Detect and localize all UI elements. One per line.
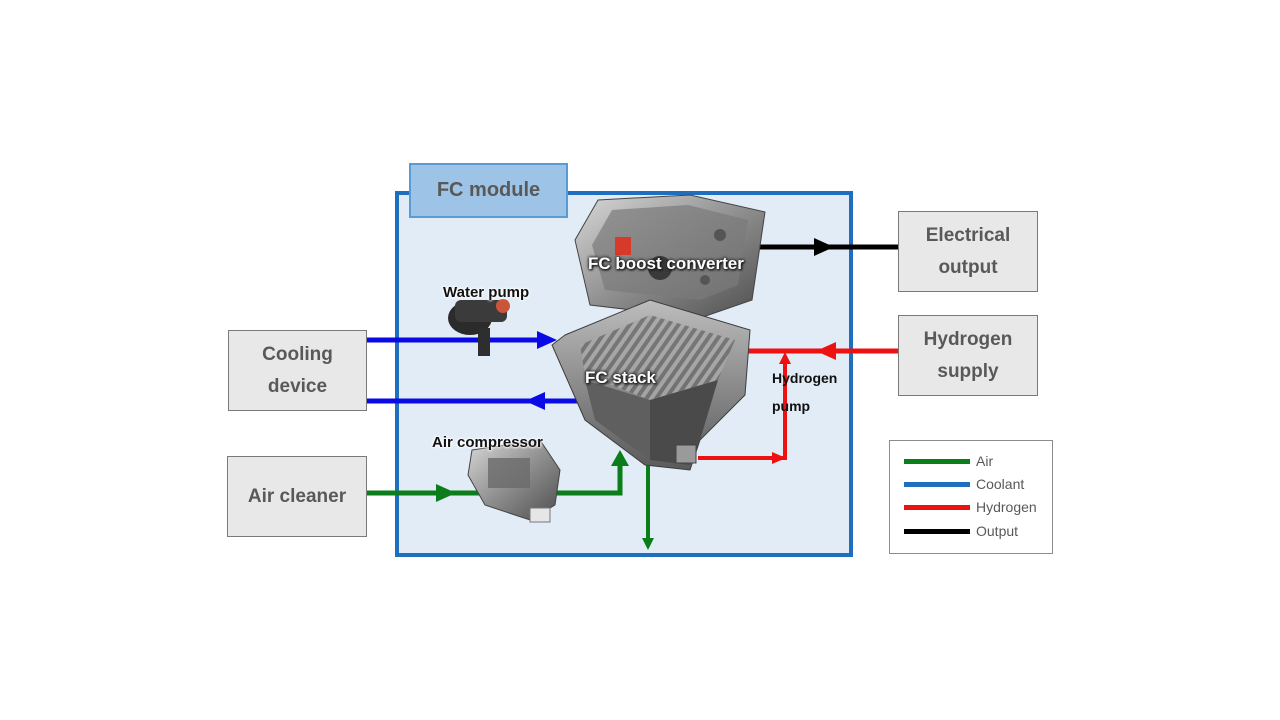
cooling-device-label-line1: Cooling (262, 343, 333, 365)
legend-label-output: Output (976, 523, 1019, 539)
hydrogen-supply-label-line1: Hydrogen (923, 328, 1013, 350)
fc-stack-image (551, 299, 751, 471)
arrow-left-icon (525, 392, 545, 410)
coolant-return-line (367, 392, 595, 410)
arrow-up-icon (779, 352, 791, 364)
fc-stack-label: FC stack (585, 368, 656, 387)
air-compressor-image (467, 439, 561, 523)
arrow-up-icon (611, 450, 629, 466)
hydrogen-pump-label: Hydrogen pump (772, 364, 837, 420)
legend-item-air: Air (904, 451, 993, 471)
connector-icon (615, 237, 631, 255)
legend: Air Coolant Hydrogen Output (889, 440, 1053, 554)
air-cleaner-box: Air cleaner (227, 456, 367, 537)
electrical-output-label-line2: output (938, 256, 998, 278)
air-supply-line (367, 450, 629, 502)
air-exhaust-line (642, 455, 654, 550)
legend-item-coolant: Coolant (904, 474, 1024, 494)
arrow-left-icon (816, 342, 836, 360)
hydrogen-supply-label-line2: supply (937, 360, 999, 382)
arrow-right-icon (772, 452, 786, 464)
fc-module-title: FC module (409, 163, 568, 218)
cooling-device-box: Cooling device (228, 330, 367, 411)
fc-boost-converter-image (574, 194, 766, 319)
legend-item-hydrogen: Hydrogen (904, 497, 1037, 517)
arrow-right-icon (814, 238, 834, 256)
coolant-inlet-line (367, 331, 557, 349)
water-pump-image (448, 299, 510, 356)
air-compressor-label: Air compressor (432, 434, 543, 451)
water-pump-label: Water pump (443, 284, 530, 301)
legend-label-hydrogen: Hydrogen (976, 499, 1037, 515)
hydrogen-pump-label-line2: pump (772, 398, 811, 414)
legend-swatch-hydrogen (904, 504, 970, 510)
arrow-right-icon (537, 331, 557, 349)
air-cleaner-label: Air cleaner (247, 485, 347, 507)
legend-item-output: Output (904, 521, 1018, 541)
legend-swatch-air (904, 458, 970, 464)
hydrogen-supply-box: Hydrogen supply (898, 315, 1038, 396)
legend-label-air: Air (976, 453, 994, 469)
hydrogen-recirculation-line (698, 352, 791, 464)
legend-label-coolant: Coolant (976, 476, 1025, 492)
arrow-right-icon (436, 484, 456, 502)
electrical-output-line (755, 238, 898, 256)
electrical-output-label-line1: Electrical (925, 224, 1011, 246)
electrical-output-box: Electrical output (898, 211, 1038, 292)
cooling-device-label-line2: device (267, 375, 328, 397)
legend-swatch-output (904, 528, 970, 534)
hydrogen-pump-label-line1: Hydrogen (772, 370, 838, 386)
hydrogen-supply-line (745, 342, 898, 360)
arrow-down-icon (642, 538, 654, 550)
fc-boost-converter-label: FC boost converter (588, 254, 744, 273)
legend-swatch-coolant (904, 481, 970, 487)
